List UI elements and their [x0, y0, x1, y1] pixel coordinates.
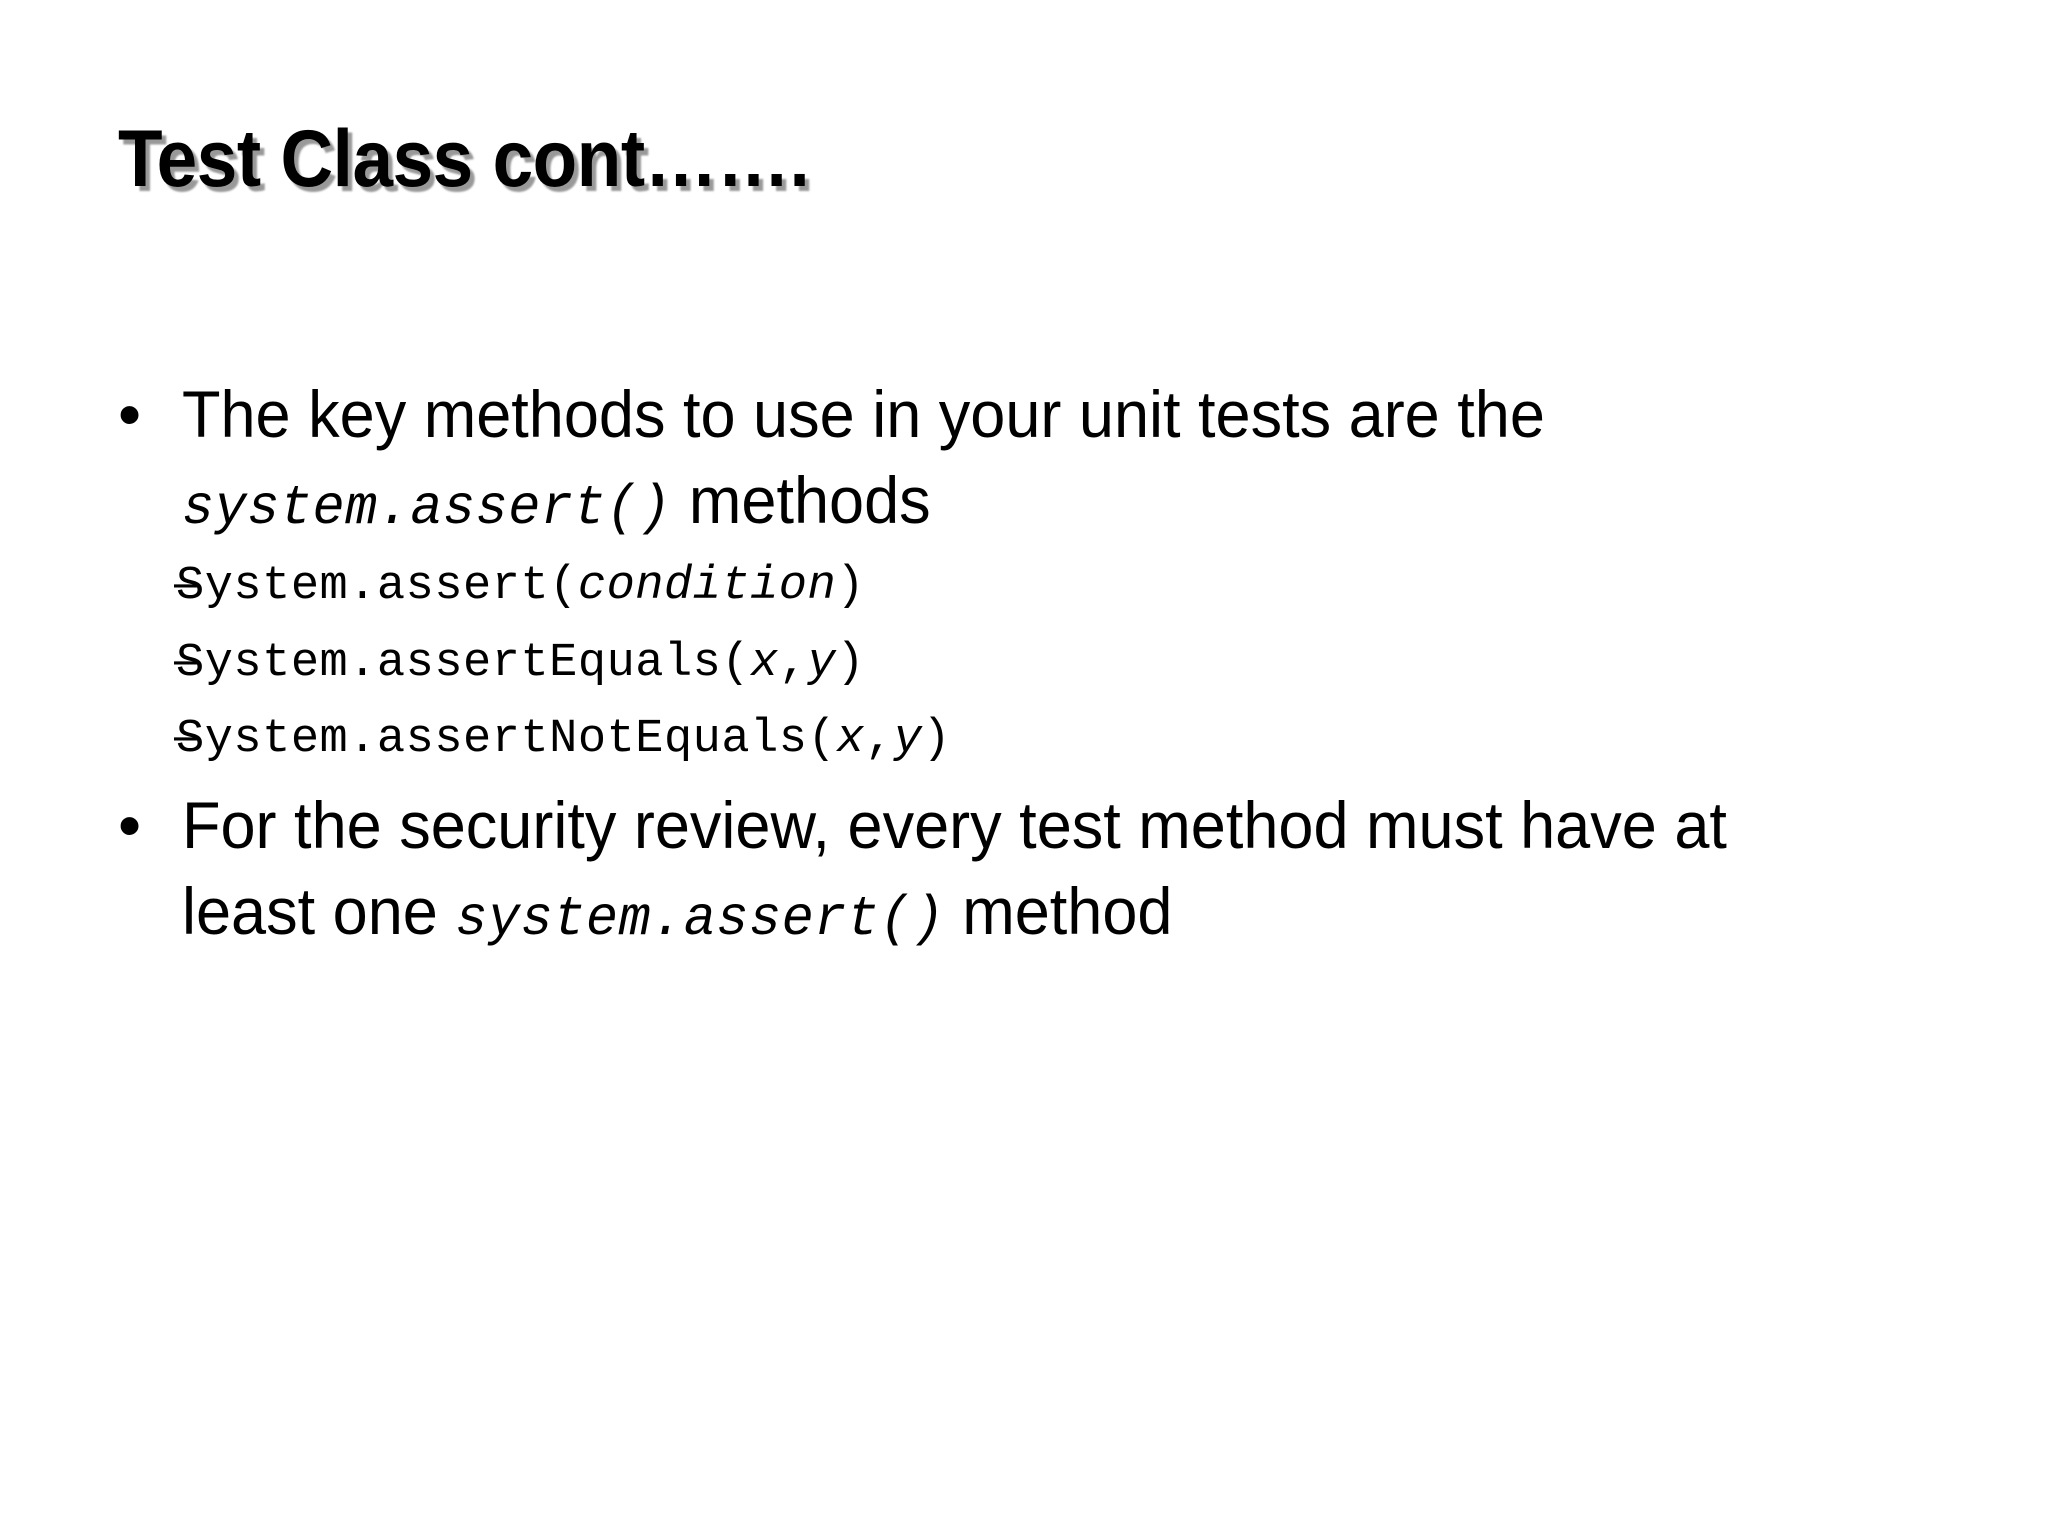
bullet-marker-level1: • — [118, 788, 142, 863]
list-item-text: System.assertEquals(x,y) — [176, 631, 1950, 697]
list-item-text: System.assert(condition) — [176, 554, 1950, 620]
code-param: condition — [577, 559, 837, 613]
code-segment: system.assert() — [182, 475, 672, 540]
code-segment: , — [864, 713, 894, 767]
bullet-marker-level1: • — [118, 377, 142, 451]
code-segment: ) — [836, 559, 865, 613]
text-segment: method — [944, 873, 1173, 948]
text-segment: For the security review, every test meth… — [182, 788, 1727, 948]
code-segment: System.assertNotEquals( — [176, 713, 837, 767]
code-segment: ) — [836, 636, 865, 690]
sub-list: – System.assert(condition) – System.asse… — [110, 549, 1950, 773]
bullet-marker-level2: – — [174, 554, 201, 608]
code-segment: System.assertEquals( — [176, 636, 751, 690]
code-segment: , — [778, 636, 808, 690]
code-segment: ) — [922, 713, 952, 767]
text-segment: The key methods to use in your unit test… — [182, 377, 1545, 451]
page-title: Test Class cont……. — [118, 114, 810, 204]
list-item: – System.assertEquals(x,y) — [110, 626, 1950, 697]
list-item: • For the security review, every test me… — [110, 783, 1950, 956]
bullet-marker-level2: – — [174, 631, 201, 685]
text-segment: methods — [671, 462, 931, 537]
bullet-marker-level2: – — [174, 708, 201, 762]
list-item-text: The key methods to use in your unit test… — [182, 372, 1870, 545]
code-segment: system.assert() — [455, 886, 945, 951]
list-item: – System.assert(condition) — [110, 549, 1950, 620]
code-param: y — [807, 636, 837, 690]
code-segment: System.assert( — [176, 559, 578, 613]
list-item-text: For the security review, every test meth… — [182, 783, 1870, 956]
slide-body: • The key methods to use in your unit te… — [110, 372, 1950, 956]
code-param: x — [836, 713, 865, 767]
code-param: x — [750, 636, 779, 690]
list-item: – System.assertNotEquals(x,y) — [110, 702, 1950, 773]
list-item: • The key methods to use in your unit te… — [110, 372, 1950, 545]
list-item-text: System.assertNotEquals(x,y) — [176, 707, 1950, 773]
code-param: y — [893, 713, 923, 767]
